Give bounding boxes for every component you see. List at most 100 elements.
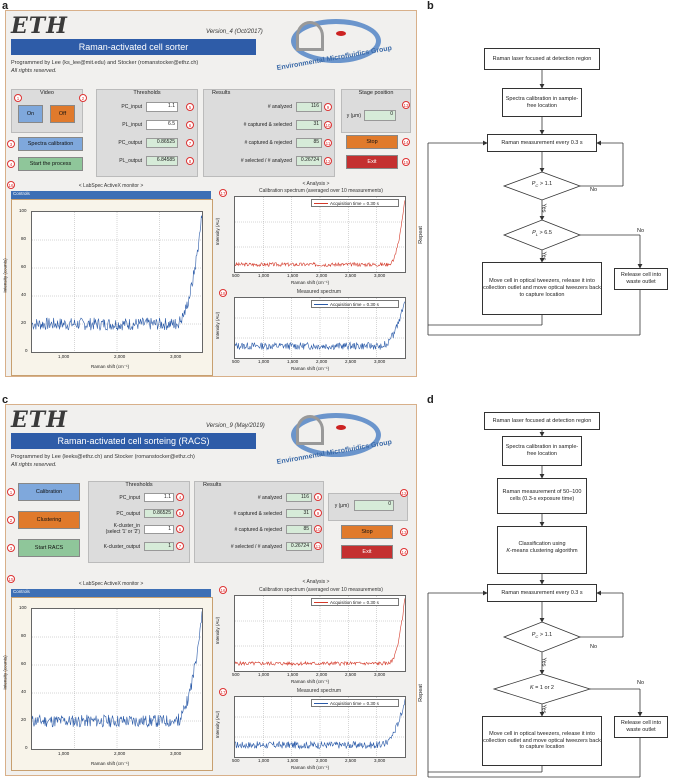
measured-xlabel: Raman shift (cm⁻¹) bbox=[291, 765, 330, 770]
start-process-button[interactable]: Start the process bbox=[18, 157, 83, 171]
measured-spectrum bbox=[234, 298, 406, 358]
selected-ratio-label: # selected / # analyzed bbox=[240, 158, 292, 164]
version-label: Version_4 (Oct/2017) bbox=[206, 29, 263, 35]
stop-button[interactable]: Stop bbox=[346, 135, 398, 149]
calibration-legend: Acquisition time = 0.30 s bbox=[311, 199, 399, 207]
fc-b-yes-1: Yes bbox=[540, 203, 547, 213]
marker-6: 6 bbox=[176, 525, 184, 533]
fc-b-move: Move cell in optical tweezers, release i… bbox=[482, 262, 602, 315]
meas-xtick: 1,000 bbox=[258, 359, 270, 364]
calibration-plot bbox=[234, 595, 406, 672]
flowchart-d-lines bbox=[427, 424, 643, 778]
fc-b-release: Release cell into waste outlet bbox=[614, 268, 668, 290]
analysis-header: < Analysis > bbox=[302, 181, 330, 187]
pc-output-field: 0.86525 bbox=[146, 138, 178, 148]
eth-logo: ETH bbox=[11, 13, 68, 39]
k-cluster-in-field[interactable]: 1 bbox=[144, 525, 174, 534]
monitor-header: < LabSpec ActiveX monitor > bbox=[78, 581, 144, 587]
meas-xtick: 500 bbox=[232, 359, 240, 364]
pl-output-field: 6.84585 bbox=[146, 156, 178, 166]
pc-input-field[interactable]: 1.1 bbox=[144, 493, 174, 502]
group-logo-ring bbox=[291, 19, 381, 63]
pc-sub: C bbox=[535, 183, 539, 189]
marker-13: 13 bbox=[400, 528, 408, 536]
stage-y-label: y (μm) bbox=[346, 113, 361, 119]
start-racs-button[interactable]: Start RACS bbox=[18, 539, 80, 557]
calibration-legend: Acquisition time = 0.30 s bbox=[311, 598, 399, 606]
measured-ylabel: Intensity (AU) bbox=[215, 311, 221, 340]
pc-input-field[interactable]: 1.1 bbox=[146, 102, 178, 112]
cal-xtick: 500 bbox=[232, 273, 240, 278]
stage-y-label: y (μm) bbox=[334, 503, 349, 509]
monitor-xtick: 3,000 bbox=[170, 751, 182, 756]
video-title: Video bbox=[40, 90, 54, 96]
calibration-spectrum bbox=[234, 596, 406, 671]
classification-text-b: -means clustering algorithm bbox=[510, 547, 578, 554]
marker-5: 5 bbox=[186, 103, 194, 111]
results-title: Results bbox=[212, 90, 231, 96]
marker-4: 4 bbox=[176, 493, 184, 501]
meas-xtick: 2,000 bbox=[316, 359, 328, 364]
logo-dot-icon bbox=[336, 31, 346, 36]
version-label: Version_9 (May/2019) bbox=[206, 423, 265, 429]
pl-output-label: PL_output bbox=[119, 158, 142, 164]
fc-d-no-2: No bbox=[637, 680, 645, 686]
stage-y-value: 0 bbox=[364, 110, 396, 121]
cal-xtick: 500 bbox=[232, 672, 240, 677]
spectrum-line bbox=[234, 699, 406, 750]
k-cluster-in-label: K-cluster_in bbox=[113, 523, 140, 529]
stop-button[interactable]: Stop bbox=[341, 525, 393, 539]
video-off-button[interactable]: Off bbox=[50, 105, 75, 123]
analysis-header: < Analysis > bbox=[302, 579, 330, 585]
exit-button[interactable]: Exit bbox=[346, 155, 398, 169]
calibration-button[interactable]: Calibration bbox=[18, 483, 80, 501]
meas-xtick: 2,000 bbox=[316, 758, 328, 763]
pl-threshold: > 6.5 bbox=[537, 230, 552, 236]
monitor-header: < LabSpec ActiveX monitor > bbox=[78, 183, 144, 189]
stage-title: Stage position bbox=[358, 90, 394, 96]
video-on-button[interactable]: On bbox=[18, 105, 43, 123]
analyzed-value: 116 bbox=[296, 102, 322, 112]
captured-selected-value: 31 bbox=[296, 120, 322, 130]
monitor-ytick: 80 bbox=[21, 633, 27, 638]
thresholds-title: Thresholds bbox=[133, 90, 161, 96]
monitor-xtick: 2,000 bbox=[114, 354, 126, 359]
marker-2: 2 bbox=[79, 94, 87, 102]
marker-8: 8 bbox=[314, 493, 322, 501]
logo-loop-icon bbox=[296, 21, 324, 51]
spectrum-line bbox=[234, 301, 406, 351]
k-condition: = 1 or 2 bbox=[533, 685, 554, 691]
stage-y-value: 0 bbox=[354, 500, 394, 511]
monitor-ylabel: Intensity (counts) bbox=[2, 655, 8, 690]
pc-threshold: > 1.1 bbox=[538, 181, 553, 187]
app-title-bar: Raman-activated cell sorter bbox=[11, 39, 256, 55]
cal-xtick: 2,000 bbox=[316, 672, 328, 677]
rights: All rights reserved. bbox=[11, 68, 57, 74]
exit-button[interactable]: Exit bbox=[341, 545, 393, 559]
calibration-spectrum bbox=[234, 197, 406, 272]
fc-d-calibration: Spectra calibration in sample-free locat… bbox=[502, 436, 582, 466]
spectra-calibration-button[interactable]: Spectra calibration bbox=[18, 137, 83, 151]
cal-xtick: 3,000 bbox=[374, 672, 386, 677]
flowchart-b-lines bbox=[427, 70, 643, 336]
pc-input-label: PC_input bbox=[121, 104, 142, 110]
measured-title: Measured spectrum bbox=[296, 289, 342, 295]
analyzed-value: 116 bbox=[286, 493, 312, 502]
cal-xtick: 1,500 bbox=[287, 273, 299, 278]
fc-b-laser: Raman laser focused at detection region bbox=[484, 48, 600, 70]
controls-tab[interactable]: Controls bbox=[11, 589, 211, 597]
fc-d-decision-k: K = 1 or 2 bbox=[512, 685, 572, 691]
pc-symbol: P bbox=[531, 181, 536, 187]
captured-rejected-label: # captured & rejected bbox=[234, 527, 282, 533]
calibration-xlabel: Raman shift (cm⁻¹) bbox=[291, 280, 330, 285]
pc-threshold: > 1.1 bbox=[538, 632, 553, 638]
pl-input-field[interactable]: 6.5 bbox=[146, 120, 178, 130]
spectrum-line bbox=[234, 598, 406, 667]
monitor-ylabel: Intensity (counts) bbox=[2, 258, 8, 293]
marker-12: 12 bbox=[324, 157, 332, 165]
controls-tab[interactable]: Controls bbox=[11, 191, 211, 199]
clustering-button[interactable]: Clustering bbox=[18, 511, 80, 529]
classification-k: K bbox=[506, 547, 511, 554]
k-symbol: K bbox=[529, 685, 534, 691]
